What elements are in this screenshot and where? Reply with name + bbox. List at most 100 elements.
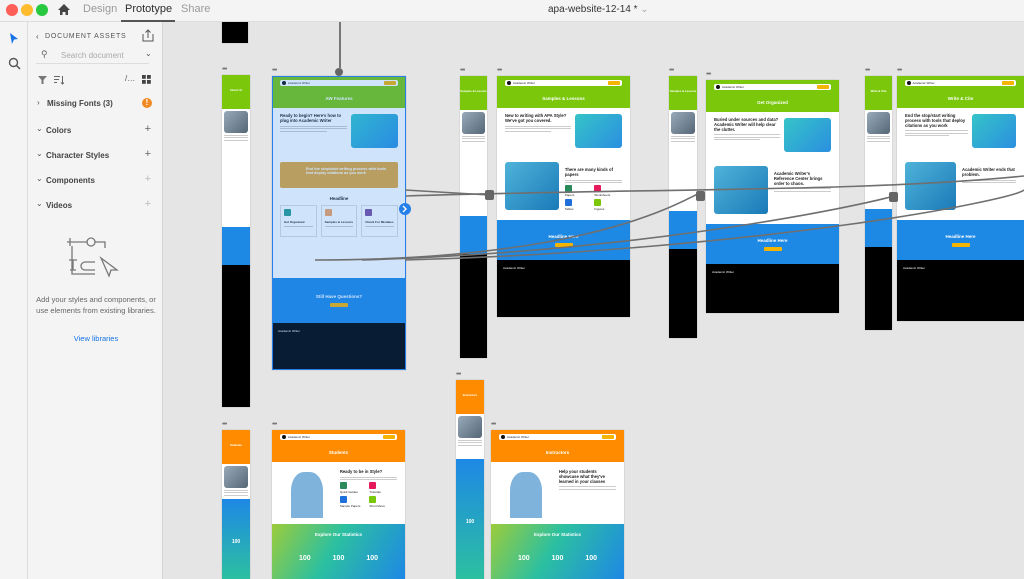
category-tile[interactable]: Sample Papers xyxy=(339,496,368,508)
tab-share[interactable]: Share xyxy=(181,3,211,15)
cta-button[interactable] xyxy=(763,246,782,251)
artboard-students[interactable]: Academic Writer Students Ready to be in … xyxy=(272,430,405,579)
artboard-write-cite[interactable]: Academic Writer Write & Cite End the sto… xyxy=(897,76,1024,321)
category-tile[interactable]: Figures xyxy=(594,199,622,211)
tab-prototype[interactable]: Prototype xyxy=(125,3,173,15)
section-components[interactable]: ⌄ Components + xyxy=(28,173,163,188)
artboard-menu-dots[interactable]: ••• xyxy=(497,67,502,74)
artboard-mobile[interactable]: Write & Cite xyxy=(865,76,892,330)
mobile-header: Samples & Lessons xyxy=(460,76,487,110)
intro-heading: End the stop/start writing process with … xyxy=(905,113,966,128)
flow-connector xyxy=(339,22,341,68)
person-image xyxy=(499,468,553,518)
add-icon[interactable]: + xyxy=(144,148,151,160)
empty-assets-illustration xyxy=(67,237,119,278)
grid-view-icon[interactable] xyxy=(142,75,151,84)
artboard-menu-dots[interactable]: ••• xyxy=(456,371,461,378)
stat-value: 100 xyxy=(465,519,475,525)
artboard-menu-dots[interactable]: ••• xyxy=(272,67,277,74)
section-heading: Academic Writer ends that problem. xyxy=(962,167,1015,177)
logo-icon xyxy=(282,81,287,85)
artboard-footer-fragment[interactable] xyxy=(222,22,248,43)
artboard-menu-dots[interactable]: ••• xyxy=(460,67,465,74)
nav-button[interactable] xyxy=(383,81,396,85)
artboard-samples-lessons[interactable]: Academic Writer Samples & Lessons New to… xyxy=(497,76,630,317)
mobile-image xyxy=(224,111,248,133)
artboard-mobile[interactable]: Samples & Lessons xyxy=(460,76,487,358)
artboard-menu-dots[interactable]: ••• xyxy=(222,421,227,428)
category-tile[interactable]: Short Menu xyxy=(369,496,397,508)
artboard-menu-dots[interactable]: ••• xyxy=(272,421,277,428)
artboard-mobile[interactable]: About Us xyxy=(222,75,250,407)
artboard-menu-dots[interactable]: ••• xyxy=(865,67,870,74)
design-canvas[interactable]: ••• Academic Writer AW Features Ready to… xyxy=(163,22,1024,579)
nav-button[interactable] xyxy=(608,81,621,85)
back-chevron-icon[interactable]: ‹ xyxy=(36,32,39,41)
artboard-mobile[interactable]: Instructors 100 xyxy=(456,380,484,579)
nav-button[interactable] xyxy=(1002,81,1015,85)
list-view-icon[interactable]: /… xyxy=(125,74,136,83)
nav-brand: Academic Writer xyxy=(506,435,529,439)
connector-handle xyxy=(485,190,494,200)
maximize-window-button[interactable] xyxy=(36,4,48,16)
cta-button[interactable] xyxy=(554,242,573,247)
add-icon[interactable]: + xyxy=(144,173,151,185)
cta-button[interactable] xyxy=(330,303,348,307)
sort-icon[interactable] xyxy=(54,75,64,85)
cta-button[interactable] xyxy=(951,242,970,247)
artboard-aw-features[interactable]: Academic Writer AW Features Ready to beg… xyxy=(272,76,406,370)
artboard-menu-dots[interactable]: ••• xyxy=(669,67,674,74)
view-libraries-link[interactable]: View libraries xyxy=(73,334,119,343)
search-input[interactable]: ⚲ Search document ⌄ xyxy=(36,48,152,64)
filter-icon[interactable] xyxy=(38,75,47,84)
nav-button[interactable] xyxy=(383,435,396,439)
footer-brand: Academic Writer xyxy=(278,329,300,333)
section-missing-fonts[interactable]: › Missing Fonts (3) ! xyxy=(28,97,163,111)
chevron-down-icon: ⌄ xyxy=(36,174,43,183)
artboard-menu-dots[interactable]: ••• xyxy=(897,67,902,74)
share-export-icon[interactable] xyxy=(142,29,154,42)
nav-button[interactable] xyxy=(817,85,830,89)
category-tile[interactable]: Papers xyxy=(564,185,593,197)
cta-heading: Headline Here xyxy=(757,237,788,243)
chevron-down-icon[interactable]: ⌄ xyxy=(145,49,152,58)
category-tile[interactable]: Worksheets xyxy=(594,185,622,197)
artboard-menu-dots[interactable]: ••• xyxy=(222,66,227,73)
feature-card[interactable]: Get Organized xyxy=(280,205,317,237)
category-tile[interactable]: Tutorials xyxy=(369,482,397,494)
section-character-styles[interactable]: ⌄ Character Styles + xyxy=(28,148,163,163)
artboard-instructors[interactable]: Academic Writer Instructors Help your st… xyxy=(491,430,624,579)
section-colors[interactable]: ⌄ Colors + xyxy=(28,123,163,138)
tab-design[interactable]: Design xyxy=(83,3,118,15)
chevron-down-icon: ⌄ xyxy=(36,199,43,208)
mobile-footer xyxy=(222,265,250,407)
minimize-window-button[interactable] xyxy=(21,4,33,16)
category-tile[interactable]: Tables xyxy=(564,199,593,211)
artboard-mobile[interactable]: Samples & Lessons xyxy=(669,76,697,338)
close-window-button[interactable] xyxy=(6,4,18,16)
category-tile[interactable]: Quick Guides xyxy=(339,482,368,494)
tile-label: Short Menu xyxy=(369,504,385,509)
artboard-menu-dots[interactable]: ••• xyxy=(491,421,496,428)
add-icon[interactable]: + xyxy=(144,198,151,210)
section-videos[interactable]: ⌄ Videos + xyxy=(28,198,163,213)
intro-heading: New to writing with APA Style? We've got… xyxy=(505,113,567,123)
artboard-menu-dots[interactable]: ••• xyxy=(706,71,711,78)
artboard-mobile[interactable]: Students 100 xyxy=(222,430,250,579)
mobile-footer xyxy=(669,249,697,338)
feature-card[interactable]: Check For Mistakes xyxy=(361,205,399,237)
promo-banner[interactable]: End the stop/start writing process with … xyxy=(280,162,398,188)
home-icon[interactable] xyxy=(57,3,71,16)
artboard-get-organized[interactable]: Academic Writer Get Organized Buried und… xyxy=(706,80,839,313)
document-title[interactable]: apa-website-12-14 * ⌄ xyxy=(548,4,649,15)
nav-button[interactable] xyxy=(602,435,615,439)
prototype-connectors xyxy=(314,68,1024,261)
stat-value: 100 xyxy=(517,555,530,562)
card-title: Get Organized xyxy=(284,220,305,224)
zoom-tool-icon[interactable] xyxy=(8,57,21,70)
add-icon[interactable]: + xyxy=(144,123,151,135)
select-tool-icon[interactable] xyxy=(9,32,19,45)
feature-card[interactable]: Samples & Lessons xyxy=(320,205,358,237)
logo-icon xyxy=(506,81,511,85)
